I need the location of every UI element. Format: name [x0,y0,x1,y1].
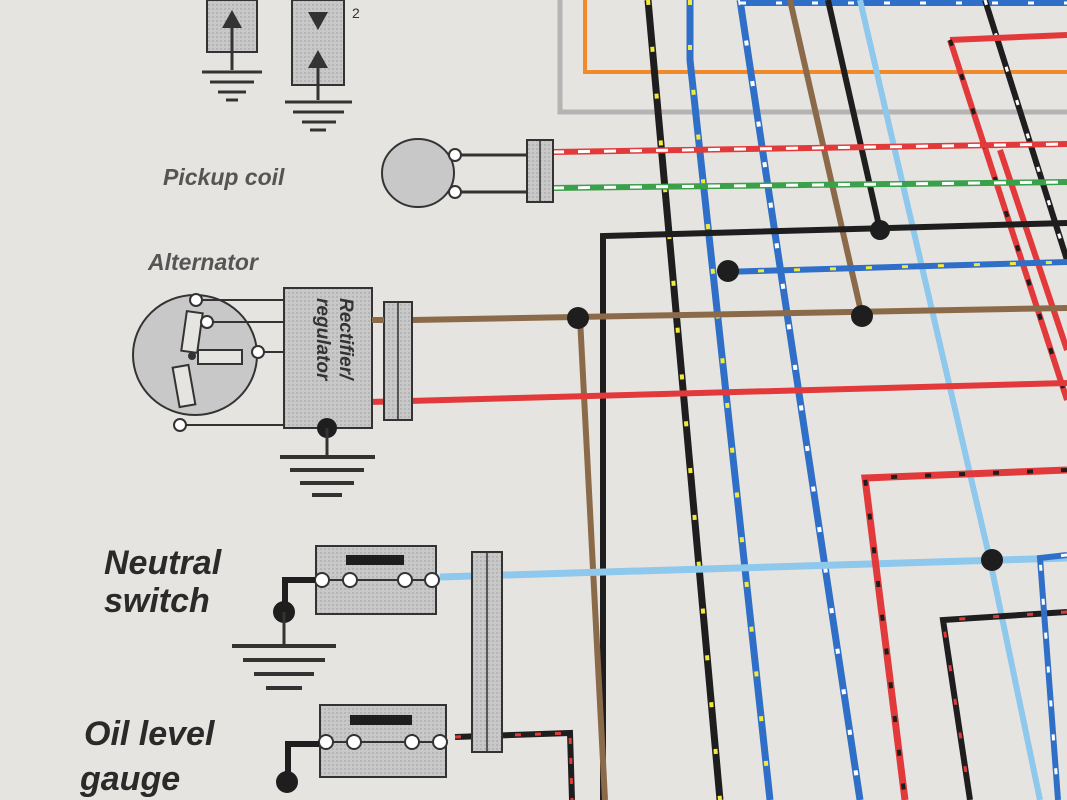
rectifier-label-line1: Rectifier/ [335,298,356,381]
superscript-label: 2 [352,5,360,21]
wire-black-yellow [644,0,724,800]
wire-harness [369,0,1067,800]
top-sensors: 2 [202,0,360,132]
wire-black-horizontal [600,220,1067,800]
pickup-coil: Pickup coil [163,138,554,208]
wire-red-black-vertical [947,39,1067,401]
junction-dot [870,220,890,240]
junction-dot [717,260,739,282]
wire-blue-yellow [686,0,774,800]
neutral-switch-group: Neutral switch [104,544,503,753]
wire-red-horizontal [369,380,1067,405]
wire-red-black-lower [861,466,1067,800]
wire-grey [557,0,1067,115]
wire-orange [583,0,1067,74]
junction-dot [851,305,873,327]
arrow-up-icon [222,10,242,28]
ground-symbol-icon [232,644,336,690]
wire-brown-upper [787,0,865,317]
oil-level-label-line2: gauge [79,760,180,798]
ground-symbol-icon [285,100,352,132]
wire-blue-yellow-horizontal [721,259,1067,275]
wire-black-upper [825,0,883,231]
wire-black-white [982,0,1067,261]
wire-brown-horizontal [411,305,1067,323]
wire-blue-white-1 [736,0,864,800]
wire-black-red [939,609,1067,800]
junction-dot [981,549,1003,571]
oil-level-gauge-group: Oil level gauge [79,704,448,798]
arrow-up-icon [308,50,328,68]
coil-symbol-icon [381,138,455,208]
wire-green-white [551,179,1067,191]
rectifier-regulator-block [283,287,373,429]
wire-light-blue-horizontal [439,554,1067,581]
oil-level-label-line1: Oil level [84,715,216,753]
neutral-switch-label-line1: Neutral [104,544,223,582]
ground-symbol-icon [202,70,262,102]
arrow-down-icon [308,12,328,30]
neutral-switch-label-line2: switch [104,582,210,620]
ground-symbol-icon [280,455,375,497]
alternator-group: Alternator Rectifier/ regulator [132,249,413,497]
wire-red-white [551,141,1067,155]
pickup-coil-label: Pickup coil [163,164,285,190]
rectifier-label-line2: regulator [312,298,333,382]
alternator-label: Alternator [147,249,259,275]
wire-red-black-outer [949,32,1067,43]
wire-blue-white-lower [1036,552,1067,800]
junction-dot [567,307,589,329]
